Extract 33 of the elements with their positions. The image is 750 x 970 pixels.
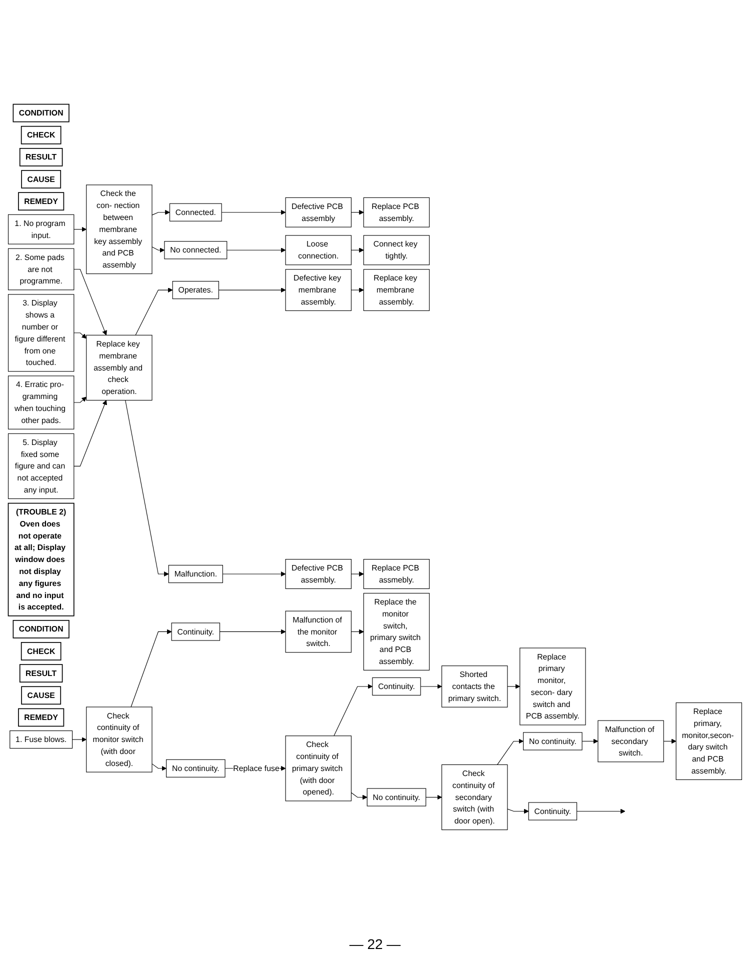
arrow [663, 738, 676, 744]
arrow [74, 226, 87, 232]
arrow [350, 629, 364, 634]
arrow [497, 738, 524, 765]
arrow [152, 763, 167, 771]
arrow [582, 738, 598, 744]
arrow [350, 248, 364, 253]
arrow [576, 808, 626, 814]
arrow [74, 396, 87, 403]
arrow [218, 288, 286, 292]
arrow [74, 400, 107, 466]
arrow [226, 248, 286, 253]
arrow [507, 808, 529, 814]
arrow [219, 629, 286, 634]
arrow [350, 210, 364, 215]
arrow [135, 288, 173, 336]
arrow [350, 792, 368, 800]
arrow [125, 400, 169, 576]
arrow [420, 684, 442, 689]
arrow [221, 210, 286, 215]
arrow [74, 332, 87, 339]
arrow [222, 571, 286, 576]
arrow [350, 288, 364, 292]
arrow [426, 794, 442, 800]
arrow [152, 210, 170, 216]
arrow [350, 571, 364, 576]
arrow [507, 684, 520, 689]
arrow [152, 246, 165, 253]
arrow [334, 684, 373, 736]
arrow [72, 737, 87, 742]
page-number: — 22 — [349, 936, 401, 952]
arrow [130, 629, 172, 708]
arrow [74, 268, 107, 336]
